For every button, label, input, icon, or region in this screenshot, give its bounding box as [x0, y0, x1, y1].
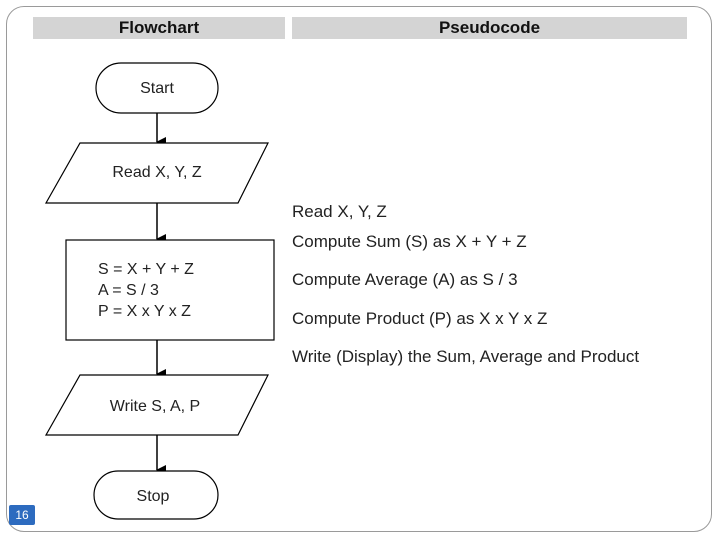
pseudocode-line-write: Write (Display) the Sum, Average and Pro…	[292, 347, 640, 366]
output-label: Write S, A, P	[110, 398, 200, 415]
input-parallelogram	[44, 142, 269, 204]
pseudocode-header: Pseudocode	[292, 17, 687, 39]
stop-terminator	[93, 470, 219, 520]
process-line-average: A = S / 3	[98, 282, 159, 299]
slide-number-badge: 16	[9, 505, 35, 525]
output-parallelogram	[44, 374, 269, 436]
pseudocode-line-read: Read X, Y, Z	[292, 202, 387, 221]
flowchart-header: Flowchart	[33, 17, 285, 39]
process-line-product: P = X x Y x Z	[98, 303, 191, 320]
pseudocode-line-product: Compute Product (P) as X x Y x Z	[292, 309, 548, 328]
process-line-sum: S = X + Y + Z	[98, 261, 194, 278]
pseudocode-line-average: Compute Average (A) as S / 3	[292, 270, 518, 289]
input-label: Read X, Y, Z	[112, 164, 201, 181]
pseudocode-line-sum: Compute Sum (S) as X + Y + Z	[292, 232, 527, 251]
start-label: Start	[140, 80, 174, 97]
slide-frame	[6, 6, 712, 532]
stop-label: Stop	[137, 488, 170, 505]
process-box	[65, 239, 275, 341]
